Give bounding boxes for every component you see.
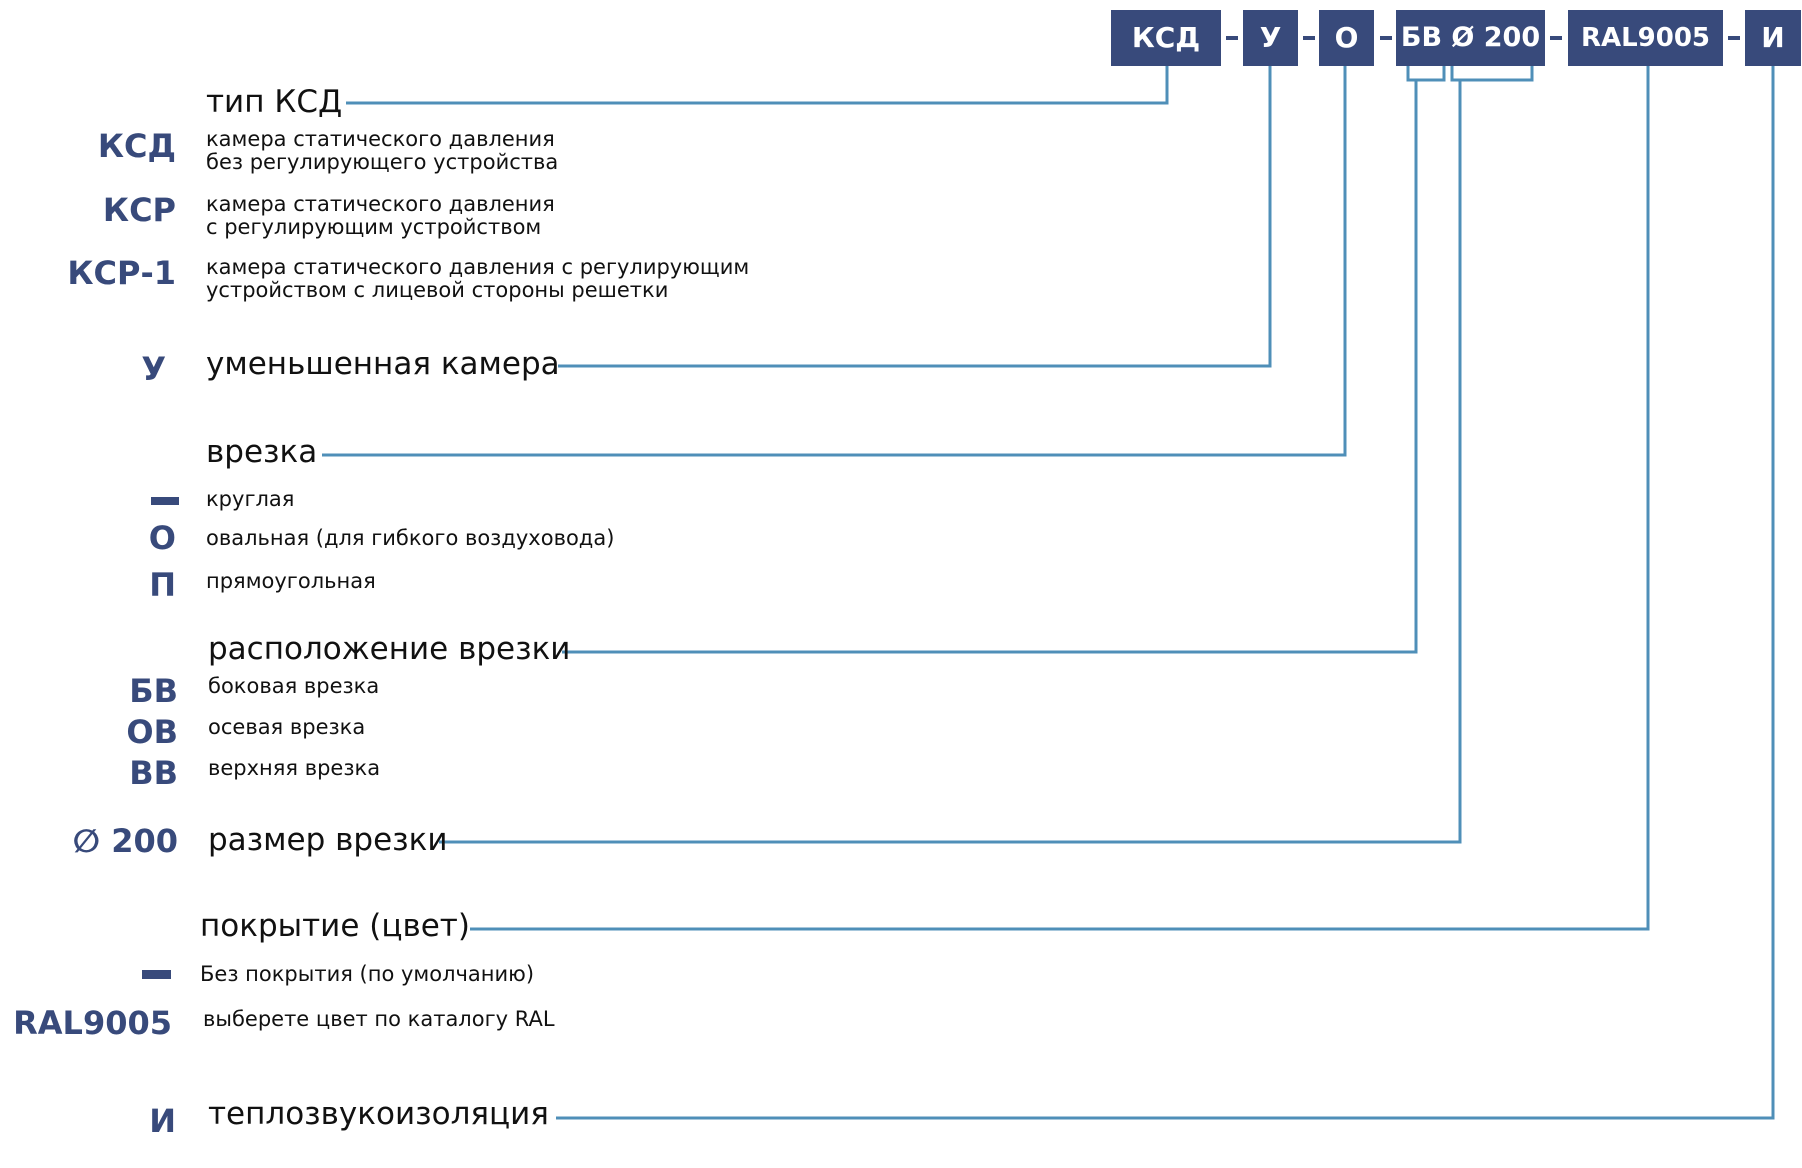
type-desc-ksr1-line2: устройством с лицевой стороны решетки	[206, 278, 669, 302]
coating-dash-symbol	[142, 970, 171, 979]
type-desc-ksr-line2: с регулирующим устройством	[206, 215, 542, 239]
code-box-type: КСД	[1111, 10, 1221, 66]
leader-size	[439, 80, 1462, 844]
cutin-dash-symbol	[151, 497, 179, 505]
cutin-code-rect: П	[149, 566, 176, 604]
leader-type	[346, 62, 1169, 105]
type-heading: тип КСД	[206, 84, 343, 120]
leader-reduced	[558, 62, 1272, 368]
position-code-vv: ВВ	[129, 754, 178, 792]
code-separator	[1226, 36, 1238, 40]
code-separator	[1550, 36, 1562, 40]
type-code-ksr: КСР	[102, 191, 176, 229]
position-code-bv: БВ	[129, 672, 178, 710]
coating-none-text: Без покрытия (по умолчанию)	[200, 962, 535, 986]
position-vv-text: верхняя врезка	[208, 756, 381, 780]
position-ov-text: осевая врезка	[208, 715, 366, 739]
code-box-insulation: И	[1745, 10, 1801, 66]
type-desc-ksd-line1: камера статического давления	[206, 127, 555, 151]
cutin-code-oval: О	[148, 519, 176, 557]
type-code-ksr1: КСР-1	[67, 254, 176, 292]
leader-cutin	[322, 62, 1347, 457]
coating-heading: покрытие (цвет)	[200, 908, 470, 944]
bracket-position	[1406, 62, 1446, 82]
leader-position	[562, 80, 1418, 654]
code-box-position-size: БВ Ø 200	[1396, 10, 1545, 66]
cutin-oval-text: овальная (для гибкого воздуховода)	[206, 526, 615, 550]
type-code-ksd: КСД	[97, 127, 176, 165]
type-desc-ksd-line2: без регулирующего устройства	[206, 150, 559, 174]
cutin-rect-text: прямоугольная	[206, 569, 376, 593]
code-box-reduced: У	[1243, 10, 1298, 66]
insulation-heading: теплозвукоизоляция	[208, 1096, 549, 1132]
leader-coating	[470, 62, 1650, 931]
code-box-cutin: О	[1319, 10, 1374, 66]
coating-code-ral: RAL9005	[13, 1004, 172, 1042]
position-heading: расположение врезки	[208, 631, 571, 667]
position-code-ov: ОВ	[126, 713, 178, 751]
code-separator	[1380, 36, 1392, 40]
bracket-size	[1450, 62, 1534, 82]
cutin-round-text: круглая	[206, 487, 295, 511]
type-desc-ksr1-line1: камера статического давления с регулирую…	[206, 255, 750, 279]
size-heading: размер врезки	[208, 822, 448, 858]
leader-insulation	[556, 62, 1775, 1120]
reduced-heading: уменьшенная камера	[206, 346, 560, 382]
cutin-heading: врезка	[206, 434, 318, 470]
code-separator	[1303, 36, 1315, 40]
position-bv-text: боковая врезка	[208, 674, 380, 698]
insulation-code: И	[149, 1102, 176, 1140]
code-box-coating: RAL9005	[1568, 10, 1723, 66]
size-code: ∅ 200	[72, 822, 178, 860]
coating-ral-text: выберете цвет по каталогу RAL	[203, 1007, 555, 1031]
code-separator	[1728, 36, 1740, 40]
reduced-code: У	[141, 350, 166, 388]
type-desc-ksr-line1: камера статического давления	[206, 192, 555, 216]
